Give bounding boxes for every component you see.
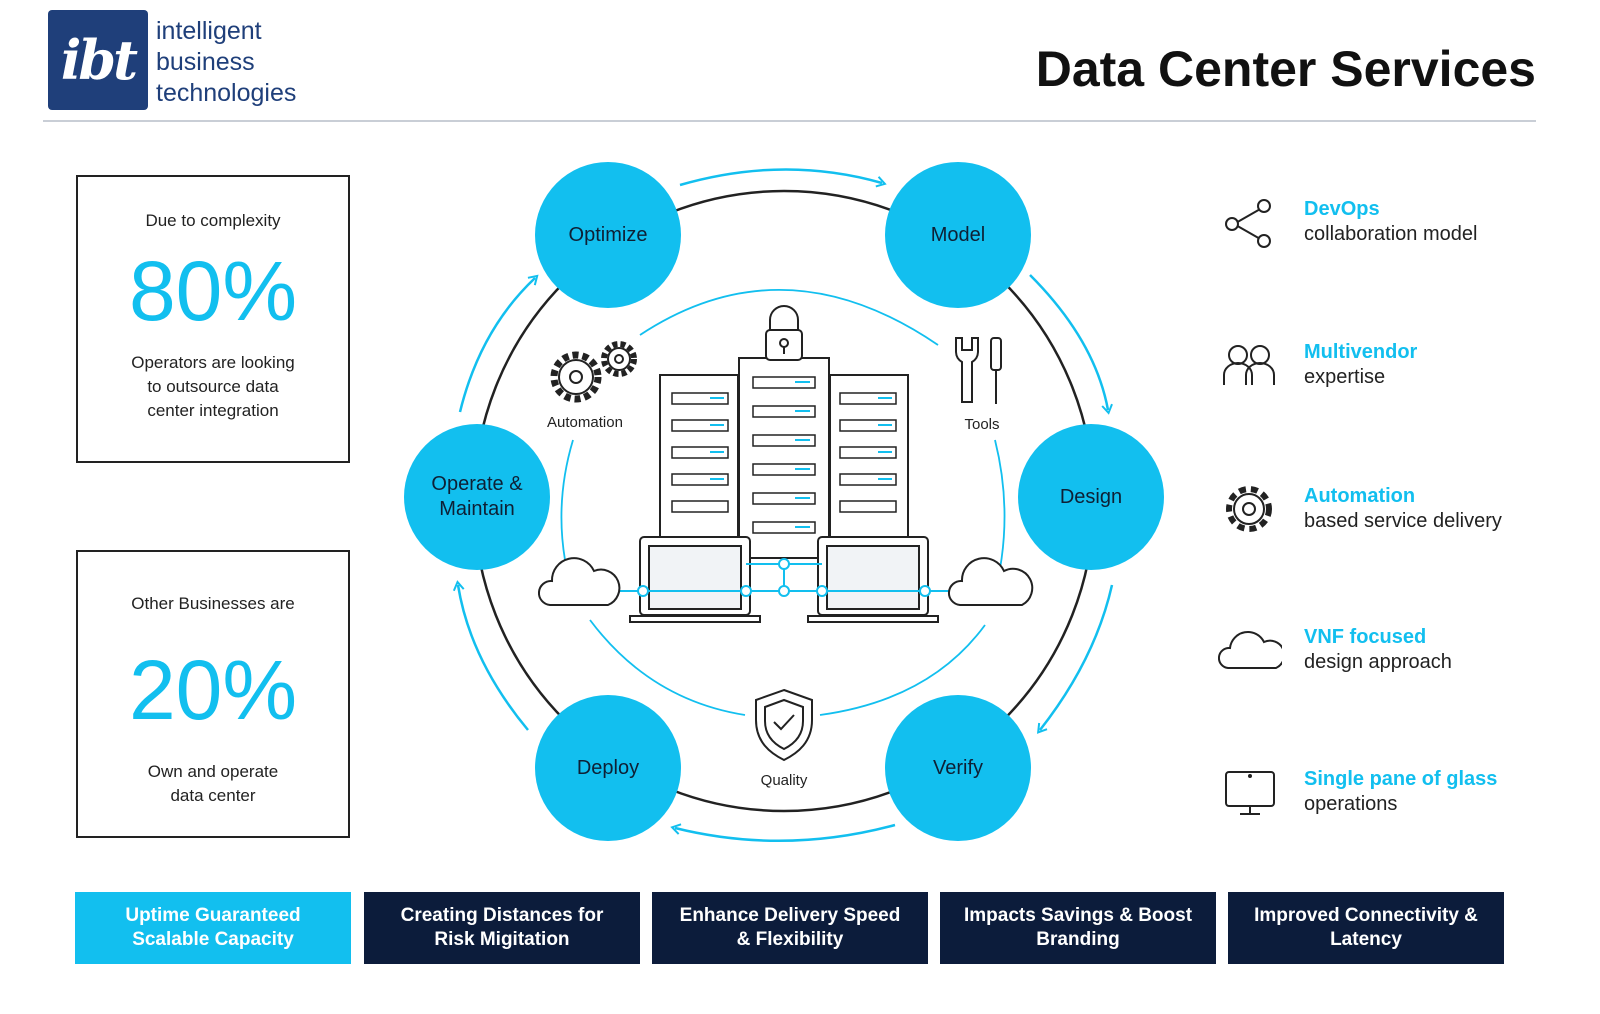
server-rack-icon bbox=[659, 357, 909, 559]
phase-label: Deploy bbox=[576, 756, 640, 779]
phase-label: Optimize bbox=[568, 223, 648, 246]
laptop-icon bbox=[629, 536, 761, 623]
benefit-tile-savings: Impacts Savings & Boost Branding bbox=[940, 892, 1216, 964]
logo: ibt bbox=[48, 10, 148, 110]
feature-title: VNF focused bbox=[1304, 626, 1427, 648]
cloud-icon bbox=[1218, 631, 1282, 669]
users-icon bbox=[1223, 345, 1275, 385]
feature-title: DevOps bbox=[1304, 198, 1380, 220]
feature-subtitle: collaboration model bbox=[1304, 223, 1478, 245]
tools-label: Tools bbox=[964, 416, 1000, 433]
stat-box-own: Other Businesses are 20% Own and operate… bbox=[76, 550, 350, 838]
lock-icon bbox=[765, 305, 803, 361]
page-title: Data Center Services bbox=[1035, 41, 1536, 97]
benefit-tile-uptime: Uptime Guaranteed Scalable Capacity bbox=[75, 892, 351, 964]
automation-label: Automation bbox=[547, 414, 623, 431]
benefit-line: Enhance Delivery Speed bbox=[679, 905, 901, 926]
feature-multivendor: Multivendor expertise bbox=[1218, 339, 1538, 409]
benefit-tile-risk: Creating Distances for Risk Migitation bbox=[364, 892, 640, 964]
feature-title: Single pane of glass bbox=[1304, 768, 1498, 790]
phase-operate-maintain: Operate & Maintain bbox=[404, 424, 550, 570]
stat-description-line: Operators are looking bbox=[131, 353, 295, 372]
stat-value: 20% bbox=[128, 643, 298, 737]
arrow-verify-deploy bbox=[670, 823, 896, 843]
phase-optimize: Optimize bbox=[535, 162, 681, 308]
phase-label: Maintain bbox=[439, 498, 515, 520]
benefit-line: Creating Distances for bbox=[400, 905, 604, 926]
cloud-icon bbox=[948, 557, 1034, 606]
benefit-line: Risk Migitation bbox=[434, 929, 570, 950]
phase-label: Design bbox=[1059, 485, 1123, 508]
stat-caption: Other Businesses are bbox=[131, 594, 295, 613]
share-icon bbox=[1225, 199, 1271, 248]
feature-subtitle: based service delivery bbox=[1304, 510, 1502, 532]
stat-description-line: to outsource data bbox=[147, 377, 279, 396]
header-divider bbox=[43, 120, 1536, 122]
benefit-line: Impacts Savings & Boost bbox=[963, 905, 1193, 926]
phase-deploy: Deploy bbox=[535, 695, 681, 841]
stat-caption: Due to complexity bbox=[145, 211, 281, 230]
benefit-line: & Flexibility bbox=[736, 929, 844, 950]
feature-vnf: VNF focused design approach bbox=[1218, 624, 1538, 694]
logo-mark: ibt bbox=[60, 28, 138, 92]
benefit-tile-delivery: Enhance Delivery Speed & Flexibility bbox=[652, 892, 928, 964]
benefit-line: Improved Connectivity & bbox=[1254, 905, 1478, 926]
feature-title: Automation bbox=[1304, 485, 1416, 507]
logo-line: business bbox=[156, 48, 255, 76]
phase-label: Verify bbox=[932, 756, 984, 779]
cycle-arrows bbox=[452, 168, 1114, 843]
feature-automation: Automation based service delivery bbox=[1218, 483, 1538, 553]
phase-label: Model bbox=[930, 223, 986, 246]
phase-label: Operate & bbox=[431, 473, 523, 495]
benefit-line: Latency bbox=[1330, 929, 1402, 950]
phase-model: Model bbox=[885, 162, 1031, 308]
cloud-icon bbox=[538, 557, 621, 606]
quality-label: Quality bbox=[760, 772, 808, 789]
arrow-design-verify bbox=[1036, 584, 1114, 734]
logo-line: technologies bbox=[156, 79, 297, 107]
feature-title: Multivendor bbox=[1304, 341, 1418, 363]
tools-icon bbox=[955, 337, 1002, 404]
feature-subtitle: design approach bbox=[1304, 651, 1452, 673]
laptop-icon bbox=[807, 536, 939, 623]
arrow-optimize-model bbox=[679, 168, 887, 188]
stat-value: 80% bbox=[128, 244, 298, 338]
stat-description-line: center integration bbox=[147, 401, 279, 420]
benefit-line: Scalable Capacity bbox=[132, 929, 294, 950]
benefit-tile-connectivity: Improved Connectivity & Latency bbox=[1228, 892, 1504, 964]
shield-check-icon bbox=[755, 688, 813, 762]
feature-single-pane: Single pane of glass operations bbox=[1218, 766, 1538, 836]
monitor-icon bbox=[1225, 771, 1275, 815]
feature-subtitle: operations bbox=[1304, 793, 1398, 815]
stat-description: Operators are looking to outsource data … bbox=[78, 351, 348, 423]
feature-subtitle: expertise bbox=[1304, 366, 1386, 388]
logo-line: intelligent bbox=[156, 17, 262, 45]
stat-description-line: Own and operate bbox=[147, 762, 279, 781]
stat-box-outsource: Due to complexity 80% Operators are look… bbox=[76, 175, 350, 463]
arrow-operate-optimize bbox=[458, 274, 539, 413]
stat-description: Own and operate data center bbox=[78, 760, 348, 808]
arrow-deploy-operate bbox=[452, 580, 529, 731]
arrow-model-design bbox=[1029, 274, 1113, 415]
stat-description-line: data center bbox=[170, 786, 256, 805]
benefit-line: Uptime Guaranteed bbox=[125, 905, 301, 926]
phase-design: Design bbox=[1018, 424, 1164, 570]
logo-wordmark: intelligent business technologies bbox=[156, 16, 296, 109]
gears-icon bbox=[550, 341, 637, 403]
phase-verify: Verify bbox=[885, 695, 1031, 841]
gear-icon bbox=[1226, 486, 1272, 532]
benefit-line: Branding bbox=[1036, 929, 1120, 950]
feature-devops: DevOps collaboration model bbox=[1218, 196, 1538, 266]
